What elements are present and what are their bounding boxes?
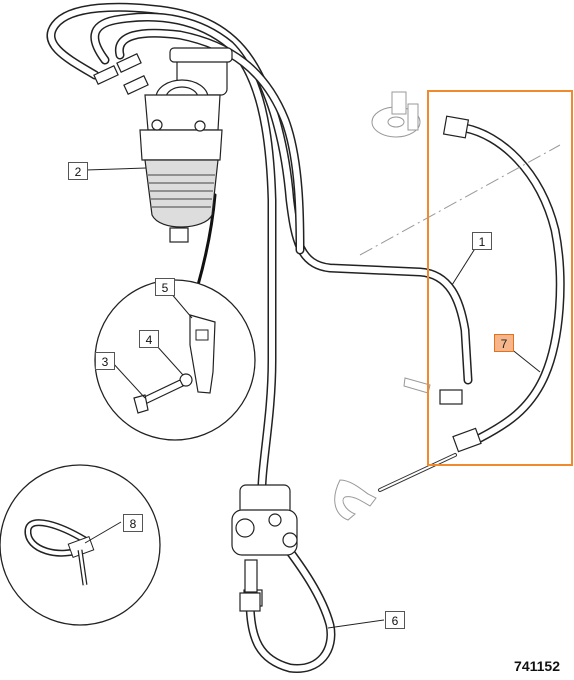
fuel-hoses (46, 2, 565, 673)
callout-1: 1 (472, 232, 492, 250)
callout-7[interactable]: 7 (494, 334, 514, 352)
callout-8: 8 (123, 514, 143, 532)
callout-2: 2 (68, 162, 88, 180)
highlight-box (427, 90, 573, 466)
reference-line (359, 144, 561, 256)
detail-cable-tie-circle (0, 464, 161, 626)
callout-5: 5 (155, 278, 175, 296)
leader-lines (84, 167, 541, 629)
callout-3: 3 (95, 352, 115, 370)
detail-bracket-circle (94, 279, 256, 441)
ghost-component (334, 91, 431, 521)
fuel-pump (231, 484, 298, 607)
figure-number: 741152 (514, 658, 560, 674)
callout-6: 6 (385, 611, 405, 629)
hose-fittings (239, 115, 482, 612)
fuel-filter (93, 47, 233, 243)
callout-4: 4 (139, 330, 159, 348)
